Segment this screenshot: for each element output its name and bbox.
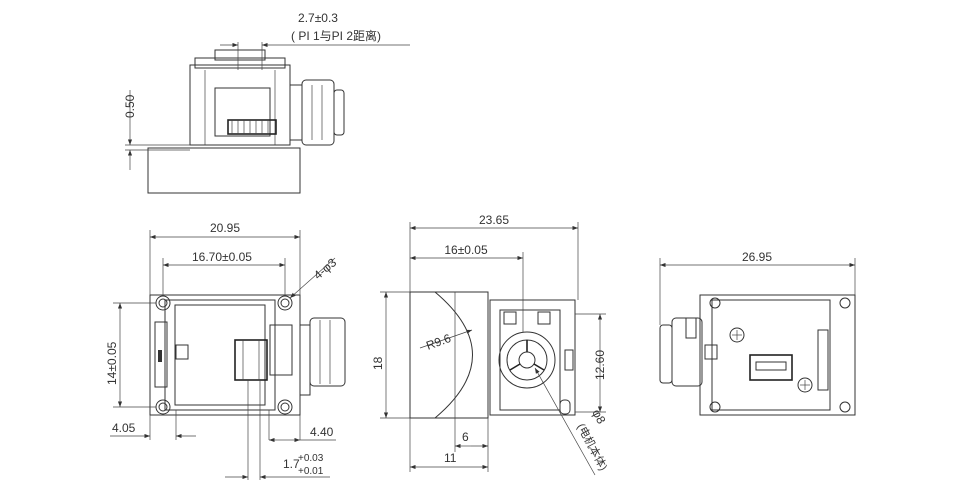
rear-view: 26.95 xyxy=(659,250,856,416)
side-view: 23.65 16±0.05 R9.6 18 12.60 6 11 φ8 xyxy=(371,213,611,476)
right-offset-label: 4.40 xyxy=(310,425,334,439)
hole-callout: 4-φ3 xyxy=(311,255,339,282)
dim-11-label: 11 xyxy=(444,451,457,465)
shaft-tol-lower: +0.01 xyxy=(298,466,324,477)
overall-width-label: 20.95 xyxy=(210,221,240,235)
motor-height-label: 12.60 xyxy=(593,350,607,380)
overall-length-label: 23.65 xyxy=(479,213,509,227)
rear-width-label: 26.95 xyxy=(742,250,772,264)
hole-spacing-y-label: 14±0.05 xyxy=(105,341,119,385)
front-view: 20.95 16.70±0.05 4-φ3 14±0.05 4.05 4.40 … xyxy=(105,221,346,480)
shaft-tol-upper: +0.03 xyxy=(298,453,324,464)
motor-diameter-label: φ8 xyxy=(589,407,608,427)
left-offset-label: 4.05 xyxy=(112,421,136,435)
pitch-label: 2.7±0.3 xyxy=(298,11,338,25)
hole-spacing-x-label: 16.70±0.05 xyxy=(192,250,252,264)
height-label: 18 xyxy=(371,356,385,370)
pitch-note: ( PI 1与PI 2距离) xyxy=(291,28,381,43)
center-distance-label: 16±0.05 xyxy=(444,243,488,257)
top-view: 2.7±0.3 ( PI 1与PI 2距离) 0.50 xyxy=(123,11,410,194)
offset-label: 0.50 xyxy=(123,94,137,118)
radius-label: R9.6 xyxy=(424,331,453,353)
dim-6-label: 6 xyxy=(462,430,469,444)
shaft-width-label: 1.7 xyxy=(283,457,300,471)
motor-note-label: (电机本体) xyxy=(574,421,610,473)
